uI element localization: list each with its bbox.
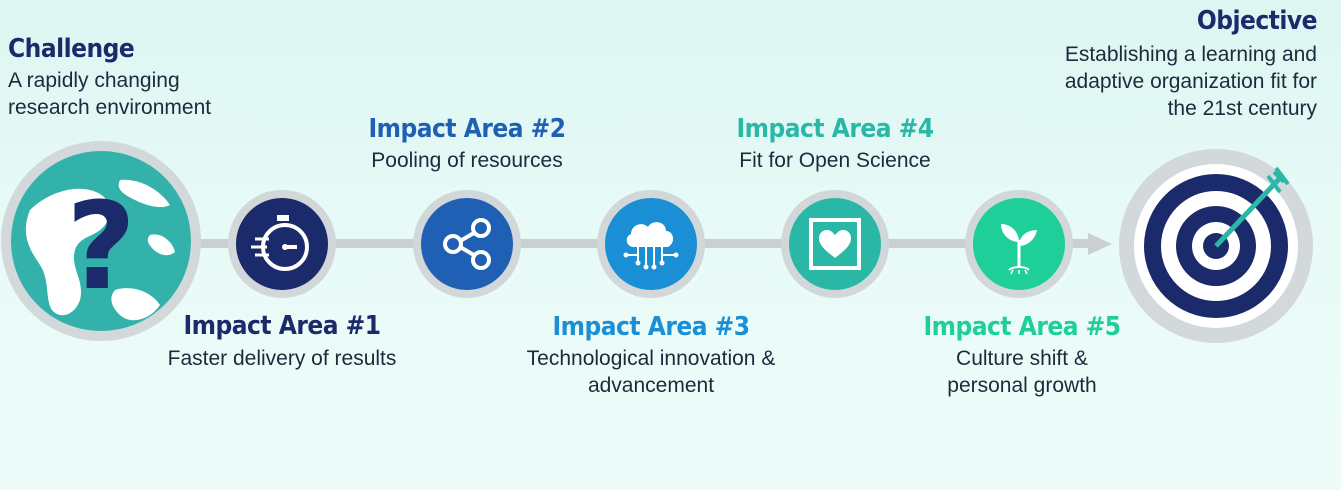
stopwatch-icon bbox=[251, 215, 309, 271]
impact-area-4-title: Impact Area #4 bbox=[736, 114, 934, 144]
globe-question-icon: ? bbox=[1, 141, 201, 341]
impact-area-2-title: Impact Area #2 bbox=[368, 114, 566, 144]
challenge-description: A rapidly changing research environment bbox=[8, 69, 212, 119]
impact-area-5-description: Culture shift & personal growth bbox=[947, 347, 1097, 397]
impact-area-2-node bbox=[413, 190, 521, 298]
impact-area-4-description: Fit for Open Science bbox=[739, 149, 931, 172]
target-arrow-icon bbox=[1119, 149, 1313, 343]
impact-area-2-description: Pooling of resources bbox=[371, 149, 563, 172]
svg-text:?: ? bbox=[66, 178, 136, 317]
objective-target bbox=[1118, 148, 1314, 344]
impact-area-1-node bbox=[228, 190, 336, 298]
cloud-network-icon bbox=[623, 222, 679, 270]
objective-description: Establishing a learning and adaptive org… bbox=[1064, 43, 1317, 120]
impact-area-1-title: Impact Area #1 bbox=[183, 311, 381, 341]
impact-area-3-description: Technological innovation & advancement bbox=[526, 347, 776, 397]
sprout-icon bbox=[1001, 224, 1037, 275]
impact-area-3-node bbox=[597, 190, 705, 298]
heart-frame-icon bbox=[809, 218, 861, 270]
impact-area-5-title: Impact Area #5 bbox=[923, 312, 1121, 342]
timeline-arrowhead bbox=[1088, 233, 1112, 255]
challenge-globe: ? bbox=[0, 140, 202, 342]
challenge-title: Challenge bbox=[8, 34, 135, 64]
share-icon bbox=[443, 218, 491, 270]
impact-area-4-node bbox=[781, 190, 889, 298]
impact-area-3-title: Impact Area #3 bbox=[552, 312, 750, 342]
impact-area-1-description: Faster delivery of results bbox=[167, 347, 397, 370]
impact-area-5-node bbox=[965, 190, 1073, 298]
objective-title: Objective bbox=[1196, 6, 1318, 36]
